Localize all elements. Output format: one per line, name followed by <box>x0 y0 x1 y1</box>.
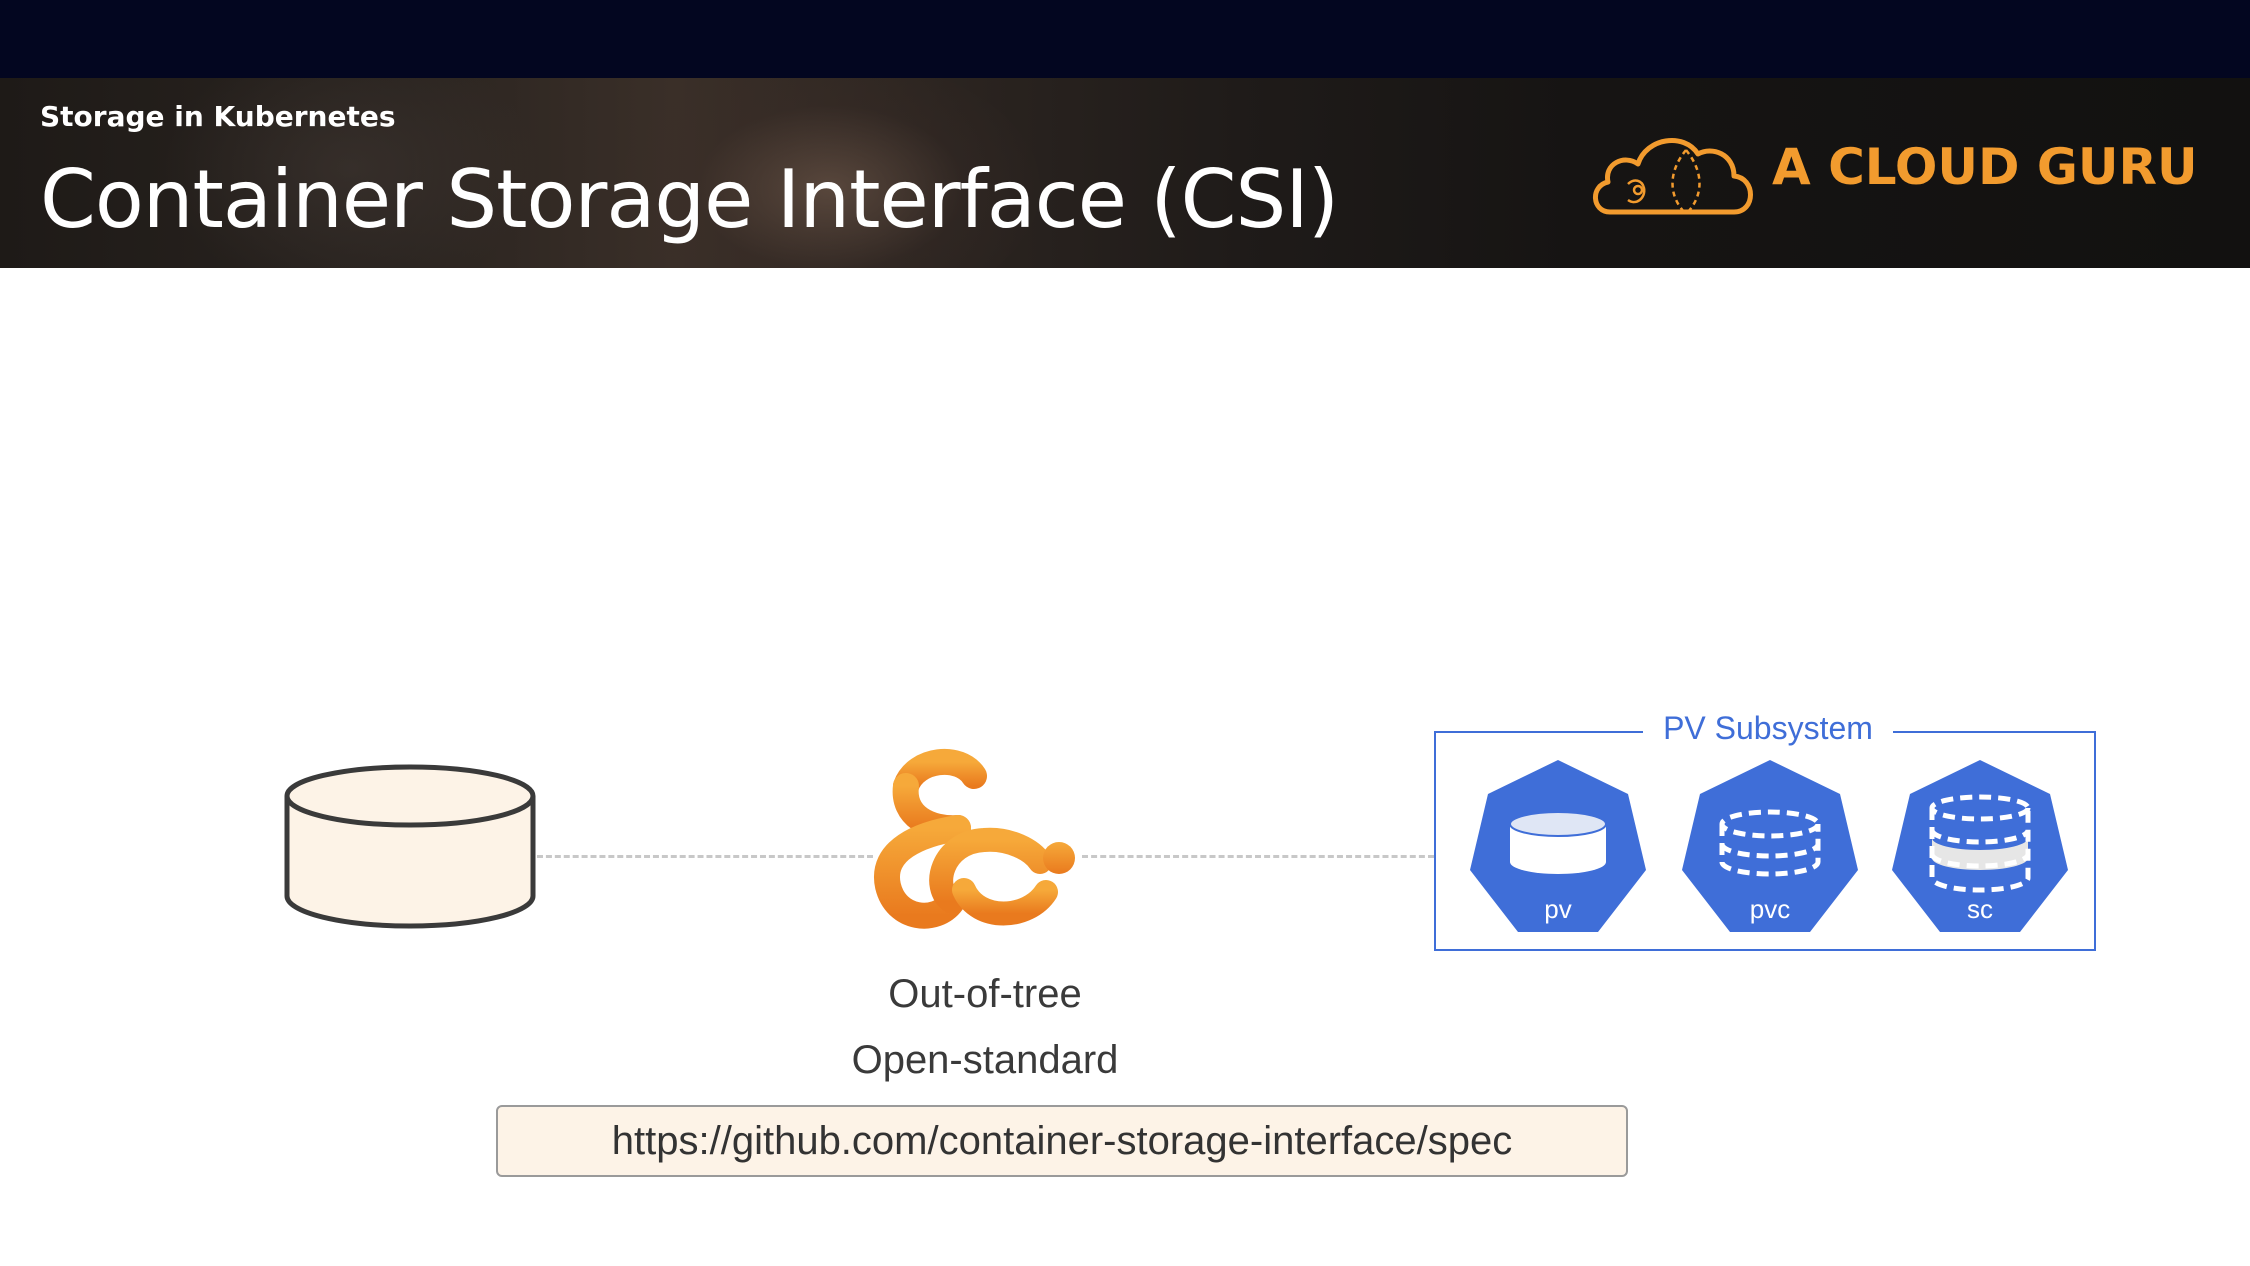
title-banner <box>0 78 2250 268</box>
connector-disk-csi <box>537 855 873 858</box>
storage-disk-icon <box>284 764 536 929</box>
cloud-logo-icon <box>1593 138 1753 215</box>
banner-background-shade <box>620 78 1040 268</box>
slide-title: Container Storage Interface (CSI) <box>40 153 1339 246</box>
csi-logo-icon <box>874 748 1075 929</box>
caption-open-standard: Open-standard <box>851 1038 1119 1082</box>
sc-label: sc <box>1967 894 1993 924</box>
pv-subsystem-label: PV Subsystem <box>1643 710 1893 747</box>
caption-out-of-tree: Out-of-tree <box>888 972 1082 1016</box>
pvc-label: pvc <box>1749 894 1791 924</box>
pvc-icon <box>1682 760 1858 932</box>
pv-icon <box>1470 760 1646 932</box>
sc-icon <box>1892 760 2068 932</box>
connector-csi-pv <box>1082 855 1434 858</box>
section-subtitle: Storage in Kubernetes <box>40 100 396 133</box>
spec-url-link[interactable]: https://github.com/container-storage-int… <box>496 1105 1628 1177</box>
top-bar <box>0 0 2250 78</box>
pv-label: pv <box>1544 894 1572 924</box>
banner-background-shade <box>160 78 540 268</box>
brand-name: A CLOUD GURU <box>1772 138 2198 196</box>
